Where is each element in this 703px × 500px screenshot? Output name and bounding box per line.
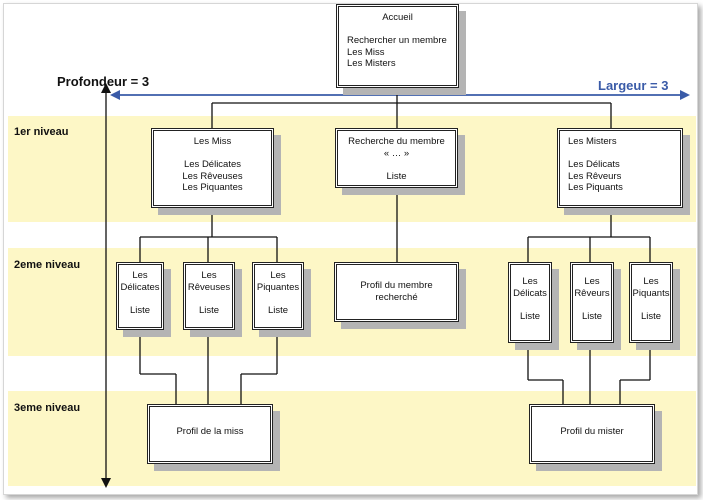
node-label: Rêveurs <box>574 287 610 299</box>
node-miss-piquantes: Les Piquantes Liste <box>252 262 304 330</box>
node-label: Les <box>132 270 148 281</box>
node-misters-item: Les Délicats <box>568 159 620 170</box>
node-search-item: Liste <box>386 170 407 182</box>
node-home-item: Les Misters <box>347 58 396 69</box>
node-item: Liste <box>267 304 289 316</box>
node-search-subtitle: « … » <box>383 147 410 159</box>
level-label-3: 3eme niveau <box>14 402 81 414</box>
node-miss-item: Les Rêveuses <box>182 170 243 182</box>
node-search: Recherche du membre « … » Liste <box>335 128 458 188</box>
node-mister-reveurs: Les Rêveurs Liste <box>570 262 614 343</box>
node-label: Piquants <box>632 287 670 299</box>
node-home-item: Les Miss <box>347 46 385 58</box>
node-label: Piquantes <box>256 281 300 293</box>
node-label: recherché <box>375 291 418 303</box>
node-label: Délicates <box>120 281 160 293</box>
node-miss-item: Les Délicates <box>183 159 242 170</box>
node-home-title: Accueil <box>382 12 413 23</box>
node-home-item: Rechercher un membre <box>347 35 447 46</box>
node-item: Liste <box>129 304 151 316</box>
width-axis-label: Largeur = 3 <box>598 78 669 93</box>
node-miss-delicates: Les Délicates Liste <box>116 262 164 330</box>
node-miss-reveuses: Les Rêveuses Liste <box>183 262 235 330</box>
node-misters-item: Les Piquants <box>568 182 623 193</box>
node-item: Liste <box>519 310 541 322</box>
node-mister-delicats: Les Délicats Liste <box>508 262 552 343</box>
node-label: Les <box>522 276 538 287</box>
node-label: Profil du membre <box>360 280 433 291</box>
node-misters-title: Les Misters <box>568 136 617 147</box>
node-label: Les <box>584 276 600 287</box>
node-misters-item: Les Rêveurs <box>568 170 622 182</box>
node-profile-miss: Profil de la miss <box>147 404 273 464</box>
node-misters: Les Misters Les Délicats Les Rêveurs Les… <box>557 128 683 208</box>
depth-axis-label: Profondeur = 3 <box>57 74 150 89</box>
node-label: Profil de la miss <box>176 426 244 437</box>
node-label: Les <box>270 270 286 281</box>
level-label-1: 1er niveau <box>14 126 69 138</box>
node-label: Rêveuses <box>187 281 231 293</box>
node-label: Profil du mister <box>560 426 624 437</box>
node-label: Les <box>201 270 217 281</box>
node-item: Liste <box>581 310 603 322</box>
node-item: Liste <box>640 310 662 322</box>
node-label: Délicats <box>513 287 547 299</box>
node-profile-mister: Profil du mister <box>529 404 655 464</box>
node-profile-searched: Profil du membre recherché <box>334 262 459 322</box>
node-miss: Les Miss Les Délicates Les Rêveuses Les … <box>151 128 274 208</box>
level-label-2: 2eme niveau <box>14 259 81 271</box>
node-mister-piquants: Les Piquants Liste <box>629 262 673 343</box>
node-home: Accueil Rechercher un membre Les Miss Le… <box>336 4 459 88</box>
node-label: Les <box>643 276 659 287</box>
node-item: Liste <box>198 304 220 316</box>
node-search-title: Recherche du membre <box>348 136 445 147</box>
node-miss-item: Les Piquantes <box>182 182 243 193</box>
node-miss-title: Les Miss <box>193 136 232 147</box>
